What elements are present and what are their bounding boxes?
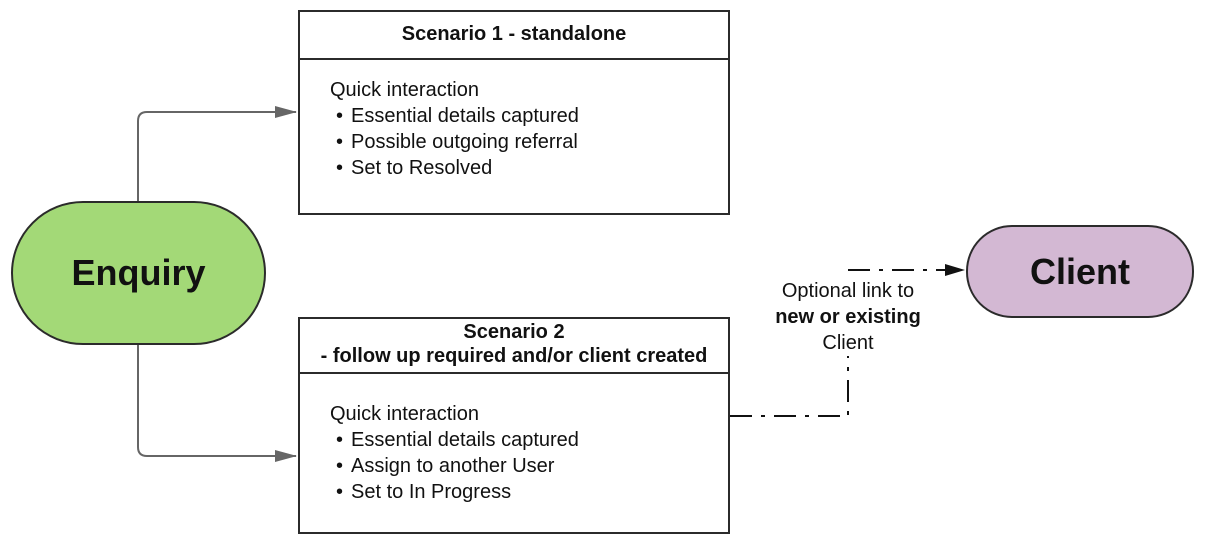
client-node: Client (966, 225, 1194, 318)
scenario-1-bullet-list: Essential details captured Possible outg… (330, 103, 728, 181)
connector-enquiry-to-scenario-1 (137, 106, 297, 201)
connector-enquiry-to-scenario-2 (137, 345, 297, 462)
scenario-2-bullet-list: Essential details captured Assign to ano… (330, 427, 728, 505)
list-item: Set to Resolved (336, 155, 728, 181)
scenario-2-intro: Quick interaction (330, 403, 479, 425)
list-item: Essential details captured (336, 427, 728, 453)
scenario-1-body: Quick interaction Essential details capt… (300, 60, 728, 181)
list-item: Essential details captured (336, 103, 728, 129)
scenario-2-subtitle: - follow up required and/or client creat… (320, 345, 708, 367)
link-label-line-3: Client (822, 332, 874, 354)
link-label-line-1: Optional link to (781, 280, 915, 302)
scenario-1-header: Scenario 1 - standalone (300, 12, 728, 60)
optional-link-label: Optional link to new or existing Client (758, 278, 938, 356)
list-item: Possible outgoing referral (336, 129, 728, 155)
scenario-2-body: Quick interaction Essential details capt… (300, 374, 728, 505)
scenario-1-title: Scenario 1 - standalone (401, 23, 627, 45)
list-item: Set to In Progress (336, 479, 728, 505)
scenario-2-box: Scenario 2 - follow up required and/or c… (298, 317, 730, 534)
client-label: Client (1029, 250, 1130, 292)
scenario-1-box: Scenario 1 - standalone Quick interactio… (298, 10, 730, 215)
scenario-2-title: Scenario 2 (463, 321, 565, 343)
link-label-line-2: new or existing (775, 306, 921, 328)
list-item: Assign to another User (336, 453, 728, 479)
scenario-1-intro: Quick interaction (330, 79, 479, 101)
scenario-2-header: Scenario 2 - follow up required and/or c… (300, 319, 728, 374)
enquiry-label: Enquiry (71, 252, 206, 293)
enquiry-node: Enquiry (11, 201, 266, 345)
